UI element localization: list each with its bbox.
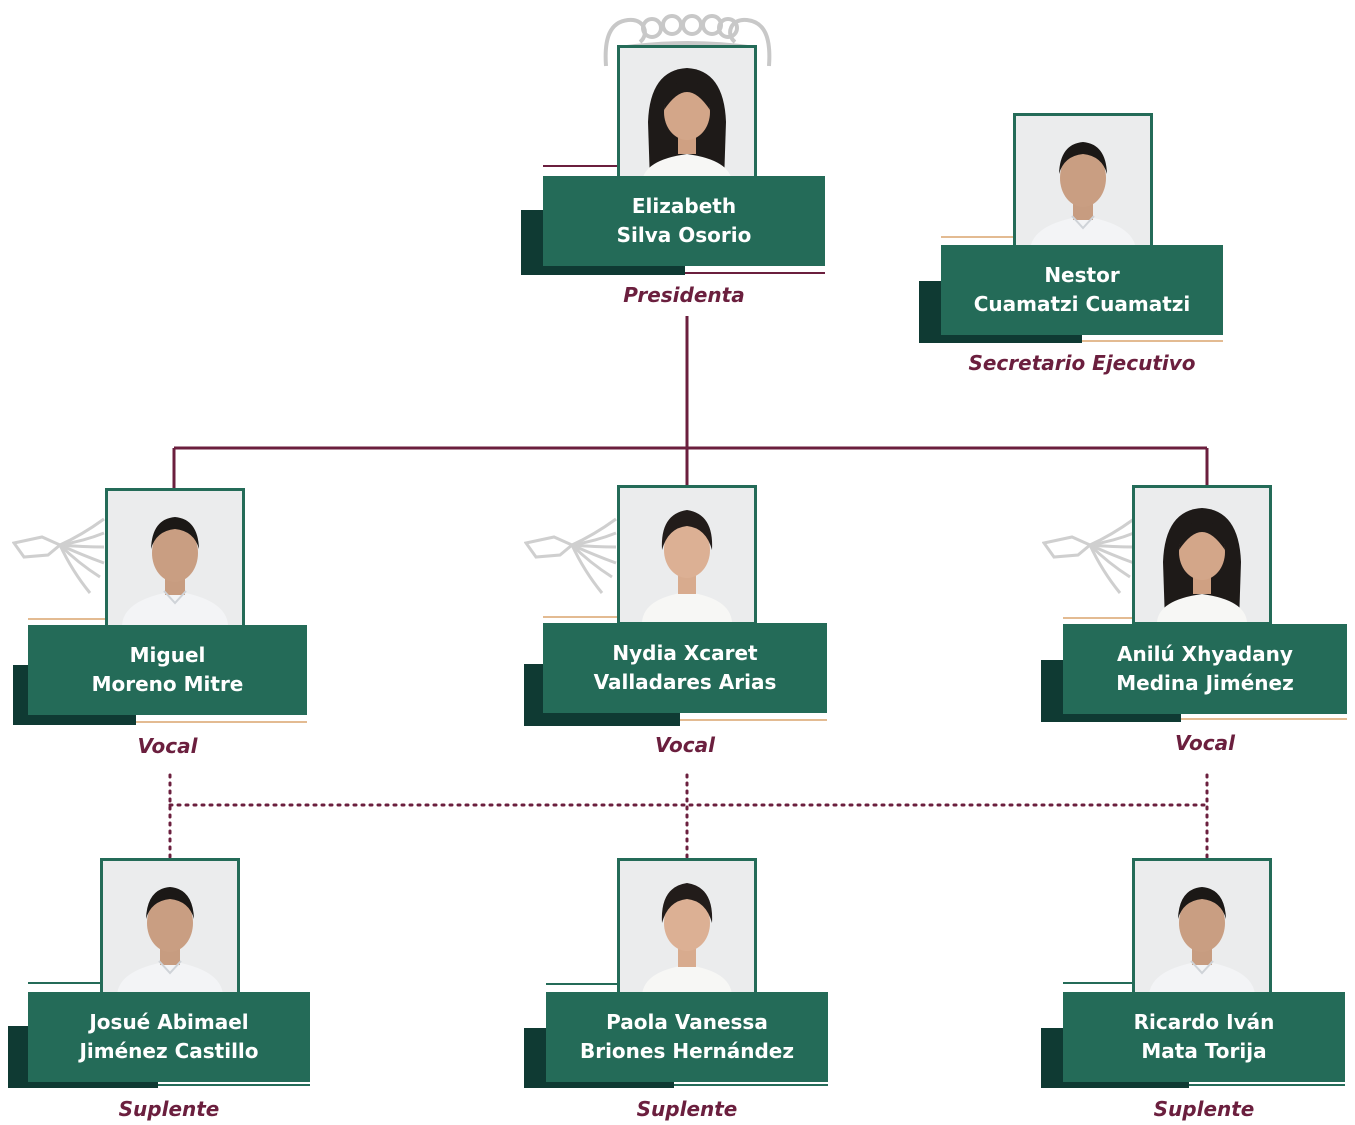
accent-line <box>1063 617 1132 619</box>
accent-line <box>941 236 1013 238</box>
feathered-serpent-ornament-icon <box>1042 517 1135 594</box>
accent-line <box>28 618 105 620</box>
name-box: Miguel Moreno Mitre <box>28 625 307 715</box>
member-photo <box>617 45 757 185</box>
feathered-serpent-ornament-icon <box>524 517 617 594</box>
accent-line <box>674 1084 828 1086</box>
solid-connector-lines <box>172 316 1209 489</box>
name-box: Ricardo Iván Mata Torija <box>1063 992 1345 1082</box>
accent-line <box>28 982 100 984</box>
name-box: Paola Vanessa Briones Hernández <box>546 992 828 1082</box>
member-name-second-line: Mata Torija <box>1141 1039 1267 1063</box>
woman-long-dark-hair-portrait <box>1135 488 1269 622</box>
member-name-second-line: Valladares Arias <box>593 670 777 694</box>
woman-hair-pulled-back-portrait <box>620 861 754 995</box>
role-label: Suplente <box>636 1097 738 1121</box>
member-name-second-line: Cuamatzi Cuamatzi <box>973 292 1191 316</box>
member-name-first-line: Nestor <box>1044 263 1120 287</box>
member-photo <box>1132 858 1272 998</box>
accent-line <box>1181 718 1347 720</box>
woman-hair-pulled-back-portrait <box>620 488 754 622</box>
role-label: Vocal <box>1175 731 1235 755</box>
feathered-serpent-ornament-icon <box>12 517 105 594</box>
accent-line <box>680 719 827 721</box>
dotted-connector-lines <box>168 773 1209 860</box>
role-label: Suplente <box>118 1097 220 1121</box>
name-box: Nydia Xcaret Valladares Arias <box>543 623 827 713</box>
woman-long-dark-hair-portrait <box>620 48 754 182</box>
accent-line <box>1189 1084 1345 1086</box>
member-name-first-line: Miguel <box>129 643 206 667</box>
member-name-second-line: Medina Jiménez <box>1116 671 1294 695</box>
accent-line <box>136 721 307 723</box>
man-short-hair-portrait <box>1135 861 1269 995</box>
accent-line <box>158 1084 310 1086</box>
member-name-first-line: Ricardo Iván <box>1133 1010 1275 1034</box>
member-name-second-line: Silva Osorio <box>616 223 752 247</box>
role-label: Presidenta <box>623 283 745 307</box>
member-name-first-line: Elizabeth <box>631 194 737 218</box>
member-name-first-line: Josué Abimael <box>89 1010 249 1034</box>
member-photo <box>1132 485 1272 625</box>
name-box: Anilú Xhyadany Medina Jiménez <box>1063 624 1347 714</box>
member-name-first-line: Nydia Xcaret <box>612 641 758 665</box>
name-box: Josué Abimael Jiménez Castillo <box>28 992 310 1082</box>
member-photo <box>617 485 757 625</box>
member-photo <box>617 858 757 998</box>
name-box: Nestor Cuamatzi Cuamatzi <box>941 245 1223 335</box>
name-box: Elizabeth Silva Osorio <box>543 176 825 266</box>
role-label: Vocal <box>137 734 198 758</box>
accent-line <box>685 272 825 274</box>
member-photo <box>105 488 245 628</box>
accent-line <box>546 983 617 985</box>
man-short-hair-portrait <box>108 491 242 625</box>
accent-line <box>1063 982 1132 984</box>
member-photo <box>1013 113 1153 253</box>
accent-line <box>543 165 617 167</box>
member-name-second-line: Briones Hernández <box>579 1039 795 1063</box>
accent-line <box>543 616 617 618</box>
member-photo <box>100 858 240 998</box>
member-name-second-line: Moreno Mitre <box>91 672 244 696</box>
role-label: Secretario Ejecutivo <box>968 351 1196 375</box>
man-short-hair-portrait <box>1016 116 1150 250</box>
role-label: Vocal <box>655 733 715 757</box>
member-name-first-line: Paola Vanessa <box>606 1010 768 1034</box>
member-name-first-line: Anilú Xhyadany <box>1117 642 1293 666</box>
role-label: Suplente <box>1153 1097 1255 1121</box>
member-name-second-line: Jiménez Castillo <box>79 1039 259 1063</box>
man-short-hair-portrait <box>103 861 237 995</box>
accent-line <box>1082 340 1223 342</box>
